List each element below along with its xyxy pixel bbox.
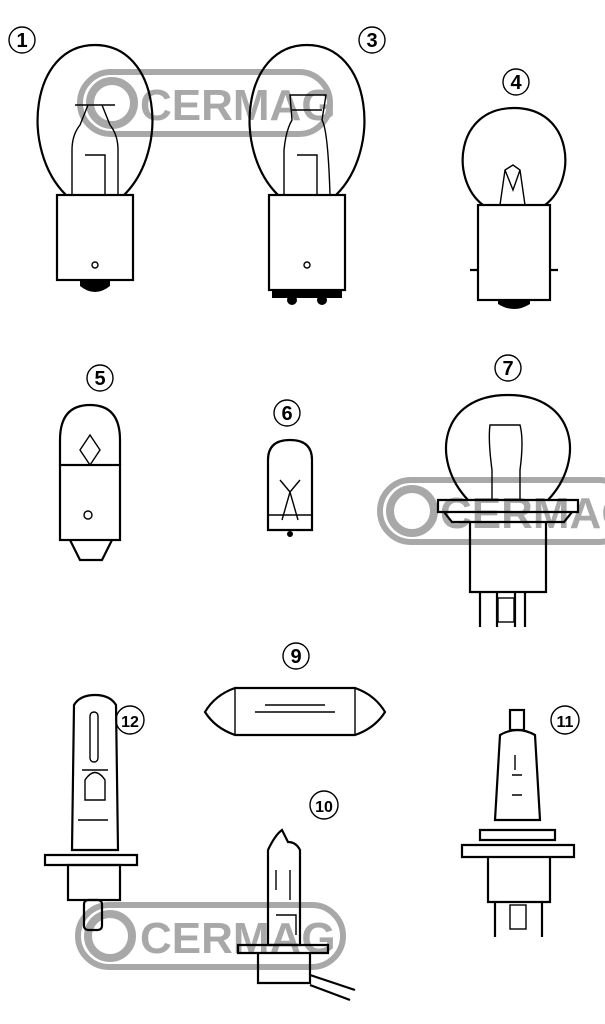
label-9: 9 xyxy=(282,642,310,670)
bulb-5 xyxy=(58,403,122,562)
label-11: 11 xyxy=(550,705,580,735)
svg-text:10: 10 xyxy=(315,799,333,816)
label-5: 5 xyxy=(86,364,114,392)
svg-text:9: 9 xyxy=(290,646,301,668)
bulb-10 xyxy=(236,828,356,1002)
bulb-3 xyxy=(248,43,366,305)
watermark-logo-middle: CERMAG xyxy=(377,477,605,545)
svg-text:CERMAG: CERMAG xyxy=(140,914,336,963)
watermark-logo-bottom: CERMAG xyxy=(75,902,346,970)
svg-text:6: 6 xyxy=(281,403,292,425)
bulb-1 xyxy=(36,43,154,292)
bulb-9 xyxy=(203,686,387,737)
svg-text:CERMAG: CERMAG xyxy=(440,489,605,538)
bulb-11 xyxy=(460,708,576,937)
bulb-7 xyxy=(436,393,580,627)
svg-text:3: 3 xyxy=(366,30,377,52)
svg-text:1: 1 xyxy=(16,30,27,52)
label-3: 3 xyxy=(358,26,386,54)
watermark-logo-top: CERMAG xyxy=(77,69,336,137)
svg-text:12: 12 xyxy=(121,714,139,731)
bulb-6 xyxy=(266,438,314,537)
svg-text:CERMAG: CERMAG xyxy=(140,81,336,130)
svg-text:5: 5 xyxy=(94,368,105,390)
label-10: 10 xyxy=(309,790,339,820)
label-12: 12 xyxy=(115,705,145,735)
svg-text:11: 11 xyxy=(557,714,574,731)
label-4: 4 xyxy=(502,68,530,96)
bulb-4 xyxy=(461,106,567,309)
svg-text:7: 7 xyxy=(502,358,513,380)
label-1: 1 xyxy=(8,26,36,54)
label-6: 6 xyxy=(273,399,301,427)
bulb-12 xyxy=(43,693,139,932)
svg-text:4: 4 xyxy=(510,72,522,94)
label-7: 7 xyxy=(494,354,522,382)
